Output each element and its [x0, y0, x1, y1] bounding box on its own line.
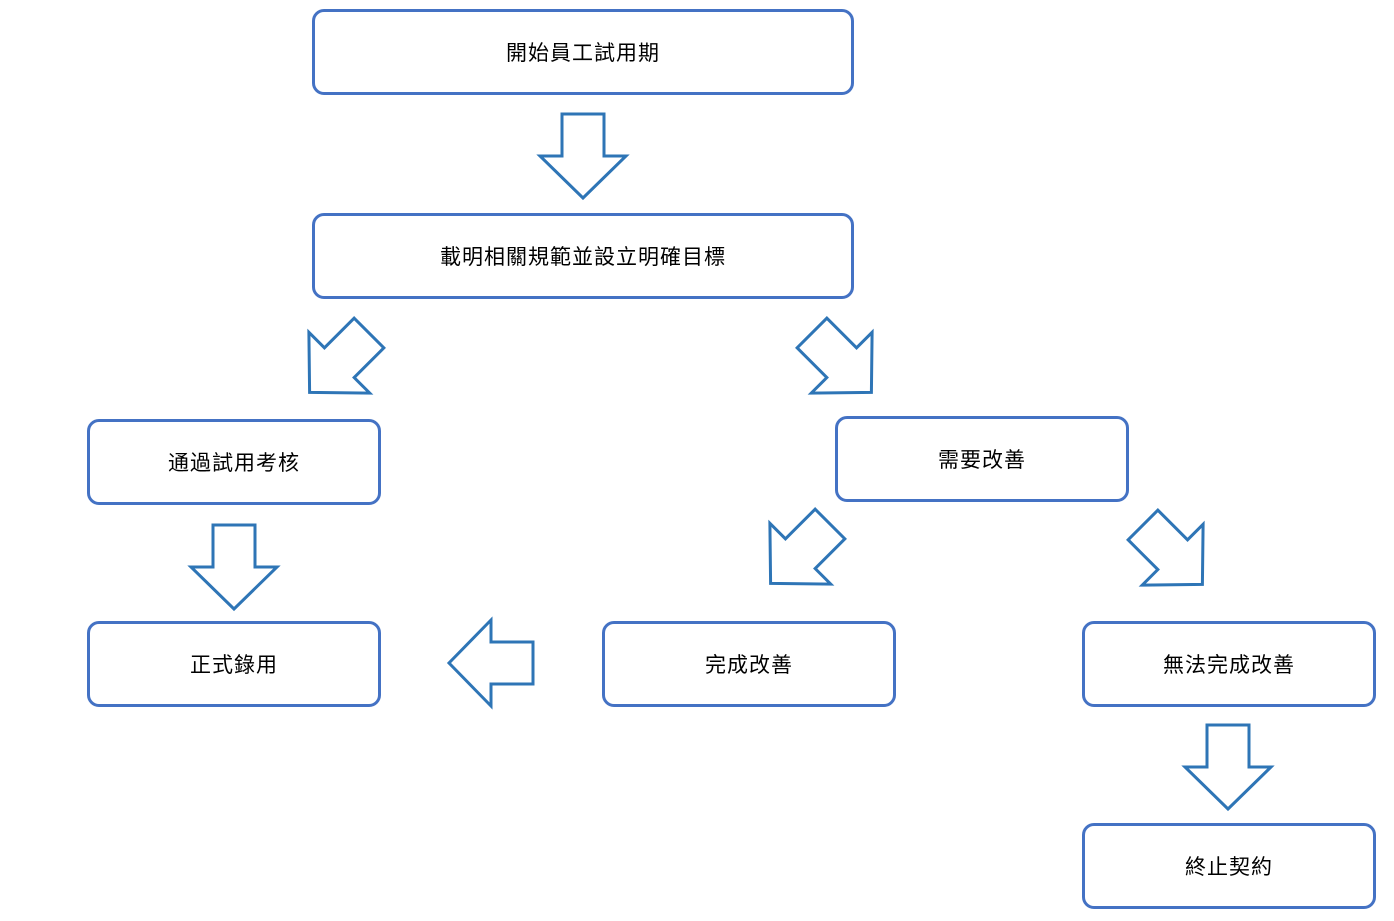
node-hire-label: 正式錄用 [190, 653, 278, 677]
node-pass: 通過試用考核 [87, 419, 381, 505]
node-improved-label: 完成改善 [705, 653, 793, 677]
node-improved: 完成改善 [602, 621, 896, 707]
arrow-improve-to-improved [768, 507, 847, 586]
arrow-define-to-pass [307, 316, 386, 395]
node-start-label: 開始員工試用期 [506, 41, 660, 65]
node-pass-label: 通過試用考核 [168, 451, 300, 475]
arrow-not-improved-to-terminate [1181, 723, 1275, 812]
arrow-start-to-define [536, 112, 630, 201]
node-hire: 正式錄用 [87, 621, 381, 707]
node-improve: 需要改善 [835, 416, 1129, 502]
node-not-improved: 無法完成改善 [1082, 621, 1376, 707]
node-define: 載明相關規範並設立明確目標 [312, 213, 854, 299]
node-terminate: 終止契約 [1082, 823, 1376, 909]
arrow-pass-to-hire [187, 523, 281, 612]
arrow-define-to-improve [795, 316, 874, 395]
arrow-improved-to-hire [446, 616, 535, 710]
arrow-improve-to-not-improved [1126, 508, 1205, 587]
node-terminate-label: 終止契約 [1185, 855, 1273, 879]
node-start: 開始員工試用期 [312, 9, 854, 95]
node-not-improved-label: 無法完成改善 [1163, 653, 1295, 677]
node-define-label: 載明相關規範並設立明確目標 [440, 245, 726, 269]
node-improve-label: 需要改善 [938, 448, 1026, 472]
